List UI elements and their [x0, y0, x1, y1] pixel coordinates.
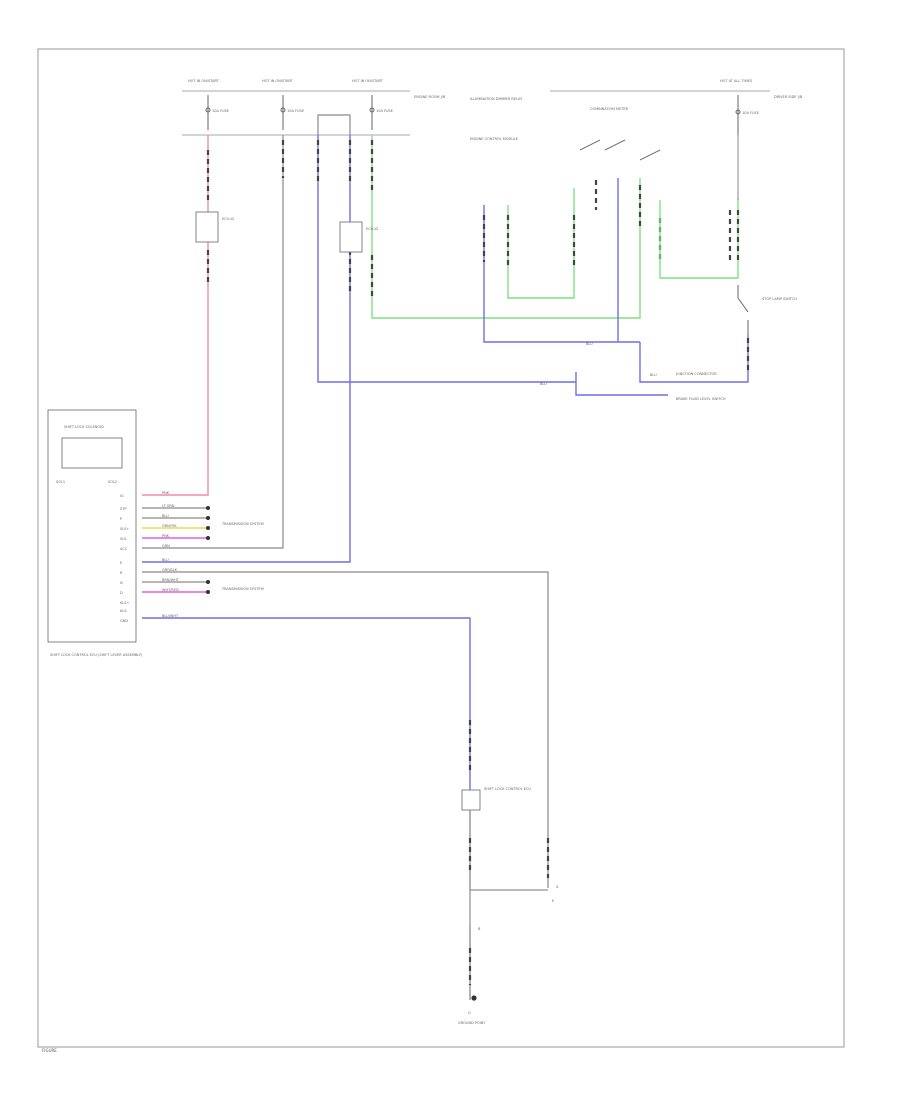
- pin-kls-minus: KLS-: [120, 609, 128, 613]
- fuse2: 10A FUSE: [280, 95, 304, 130]
- driver-jb-label: DRIVER SIDE J/B: [774, 95, 803, 99]
- fuse1: 10A FUSE: [205, 95, 229, 130]
- wire-color-2: BLU: [162, 514, 169, 518]
- module-caption: SHIFT LOCK CONTROL ECU (SHIFT LEVER ASSE…: [50, 653, 143, 657]
- wire-blu-wht: [142, 617, 471, 790]
- fuse1-header: HOT IN ON/START: [188, 79, 220, 83]
- sol2-label: SOL2: [108, 480, 117, 484]
- wire-top-bridge: [317, 114, 351, 135]
- wire-color-10: BLU/WHT: [162, 614, 179, 618]
- term-6: [206, 590, 210, 594]
- wire-pink-ig: [142, 135, 209, 496]
- junction-lines: [575, 372, 640, 396]
- stop-lamp-switch: [737, 285, 749, 335]
- pin-r: R: [120, 571, 123, 575]
- fuse3-header: HOT IN ON/START: [352, 79, 384, 83]
- ecu-ig-relay-left: [195, 211, 219, 243]
- wire-color-0: PNK: [162, 491, 170, 495]
- wire-color-11: BLU: [586, 342, 593, 346]
- transmission-system-1: TRANSMISSION SYSTEM: [221, 522, 264, 526]
- relay-note: ENGINE CONTROL MODULE: [470, 137, 518, 141]
- pin-d: D: [120, 591, 123, 595]
- ground-dot: [471, 995, 477, 1001]
- wire-color-8: BRN/WHT: [162, 578, 180, 582]
- wire-color-4: PNK: [162, 534, 170, 538]
- transmission-system-2: TRANSMISSION SYSTEM: [221, 587, 264, 591]
- fuse-right-label: 10A FUSE: [742, 111, 759, 115]
- ecu-top-right-label: ECU-IG: [366, 227, 379, 231]
- term-3: [206, 526, 210, 530]
- shift-lock-ctrl-label: SHIFT LOCK CONTROL ECU: [484, 787, 531, 791]
- fuse2-header: HOT IN ON/START: [262, 79, 294, 83]
- wire-blue-relay: [483, 205, 640, 343]
- wire-color-6: BLU: [162, 558, 169, 562]
- wire-green-relay: [507, 188, 575, 299]
- ecu-top-left-label: ECU-IG: [222, 217, 235, 221]
- term-5: [206, 580, 210, 584]
- sol1-label: SOL1: [56, 480, 65, 484]
- wire-color-12: BLU: [540, 382, 547, 386]
- fuse2-label: 10A FUSE: [287, 109, 304, 113]
- stop-lamp-switch-label: STOP LAMP SWITCH: [762, 297, 797, 301]
- ground-caption: G: [468, 1011, 471, 1015]
- ground-point-label: GROUND POINT: [458, 1021, 486, 1025]
- pin-sls-plus: SLS+: [120, 527, 129, 531]
- connector-a-label: A: [556, 885, 559, 889]
- pin-acc: ACC: [120, 547, 128, 551]
- wire-color-7: GRY/BLK: [162, 568, 178, 572]
- wire-blue-loop: [317, 135, 576, 383]
- solenoid-symbol: [61, 437, 123, 469]
- combination-meter-label: COMBINATION METER: [590, 107, 629, 111]
- pin-n: N: [120, 581, 123, 585]
- relay-label: ILLUMINATION DIMMER RELAY: [470, 97, 523, 101]
- right-box-label: BRAKE FLUID LEVEL SWITCH: [676, 397, 726, 401]
- wire-green-acc: [371, 135, 641, 319]
- wire-lower-junction: [469, 889, 548, 925]
- term-1: [206, 506, 210, 510]
- junction-label: JUNCTION CONNECTOR: [675, 372, 717, 376]
- ecu-ig-relay-right: [339, 221, 363, 253]
- switch-contacts: [579, 139, 661, 161]
- wire-color-3: GRN/YEL: [162, 524, 177, 528]
- fuse3-label: 10A FUSE: [376, 109, 393, 113]
- wire-color-5: GRN: [162, 544, 170, 548]
- wire-blue-ecu: [142, 135, 351, 563]
- stop-e-label: E: [552, 899, 554, 903]
- term-2: [206, 516, 210, 520]
- wire-color-13: BLU: [650, 373, 657, 377]
- connector-b-label: B: [478, 927, 481, 931]
- pin-kls-plus: KLS+: [120, 601, 129, 605]
- wire-gray-stp: [142, 135, 284, 549]
- pin-ig: IG: [120, 494, 124, 498]
- fuse1-label: 10A FUSE: [212, 109, 229, 113]
- pin-gnd: GND: [120, 619, 128, 623]
- pin-e: E: [120, 561, 122, 565]
- diagram-frame: [37, 48, 845, 1048]
- pin-p: P: [120, 517, 122, 521]
- engine-room-box-label: ENGINE ROOM J/B: [414, 95, 446, 99]
- fuse-right: 10A FUSE: [735, 95, 759, 135]
- footer-label: FIGURE: [42, 1048, 57, 1053]
- term-4: [206, 536, 210, 540]
- wire-color-1: LT GRN: [162, 504, 175, 508]
- wire-green-right: [659, 198, 739, 279]
- pin-stp: STP: [120, 507, 126, 511]
- shift-lock-ctrl-box: [461, 789, 481, 811]
- shift-lock-solenoid-label: SHIFT LOCK SOLENOID: [64, 425, 104, 429]
- pin-sls-minus: SLS-: [120, 537, 128, 541]
- wire-gry-blk: [142, 571, 549, 888]
- wire-color-9: WHT/RED: [162, 588, 179, 592]
- fuse-right-header: HOT AT ALL TIMES: [720, 79, 753, 83]
- fuse3: 10A FUSE: [369, 95, 393, 130]
